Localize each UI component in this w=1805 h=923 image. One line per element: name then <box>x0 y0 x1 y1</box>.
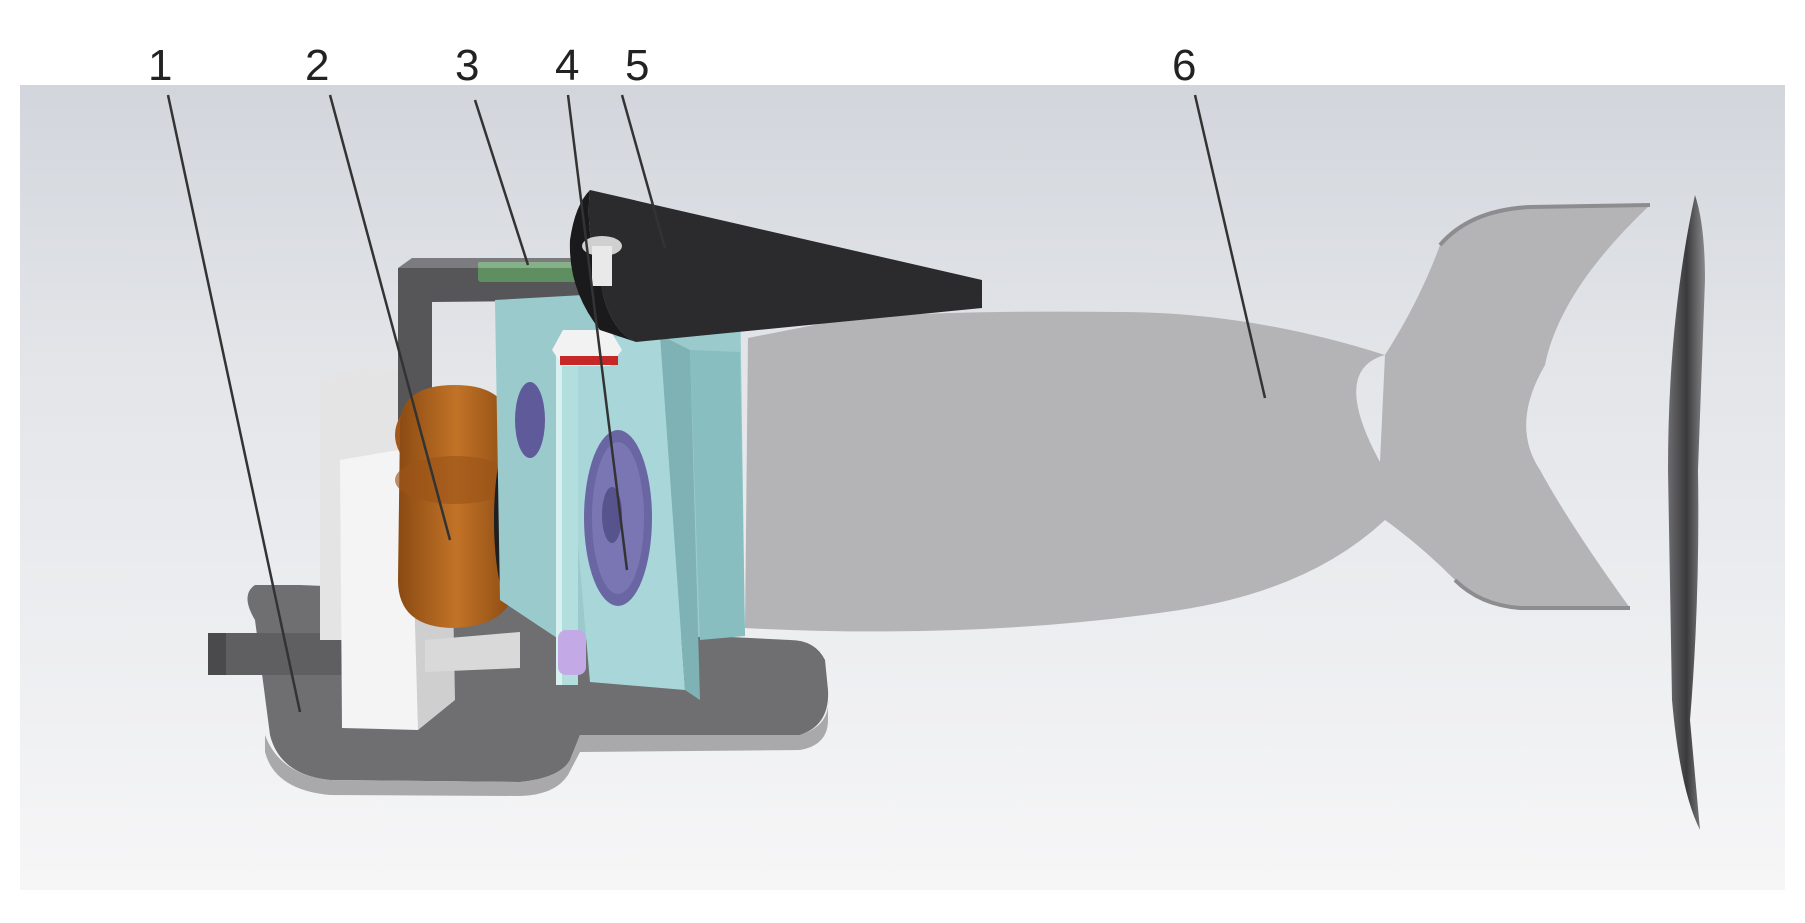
callout-2: 2 <box>305 41 329 90</box>
black-cone <box>569 190 982 342</box>
leader-line-4 <box>566 94 629 571</box>
leader-line-3 <box>473 99 530 266</box>
leader-line-1 <box>166 94 302 713</box>
gear-wheel <box>584 430 652 606</box>
caudal-fin-blade <box>1668 195 1705 830</box>
callout-6: 6 <box>1172 41 1196 90</box>
leader-lines <box>166 94 1267 713</box>
leader-line-5 <box>620 94 667 249</box>
leader-line-6 <box>1193 94 1267 399</box>
fish-body <box>745 203 1651 632</box>
leader-line-2 <box>328 94 452 541</box>
callout-1: 1 <box>148 41 172 90</box>
vertical-shaft <box>552 330 622 685</box>
callout-4: 4 <box>555 41 579 90</box>
callout-3: 3 <box>455 41 479 90</box>
callout-5: 5 <box>625 41 649 90</box>
